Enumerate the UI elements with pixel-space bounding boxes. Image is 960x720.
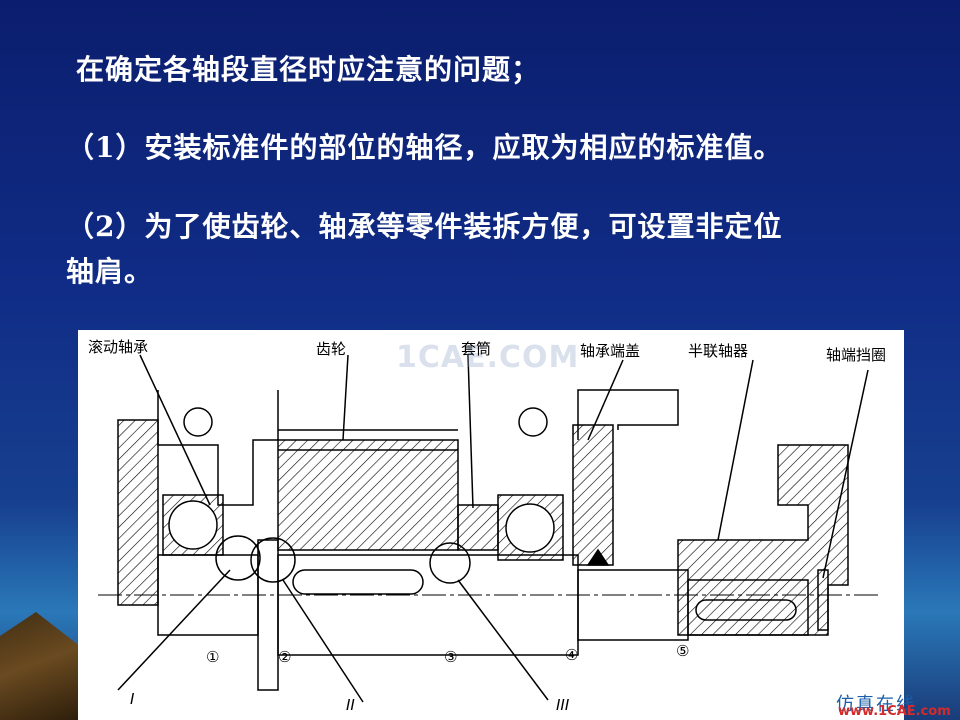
marker-2: ② (278, 648, 292, 666)
site-url: www.1CAE.com (838, 704, 951, 719)
slide-line-3a: （2）为了使齿轮、轴承等零件装拆方便，可设置非定位 (66, 210, 783, 243)
site-name-cn: 仿真在线 (836, 694, 916, 715)
label-rolling-bearing: 滚动轴承 (88, 338, 149, 356)
terrain-decoration (0, 612, 90, 720)
shaft-assembly-drawing: 1CAE.COM 滚动轴承 齿轮 套筒 轴承端盖 半联轴器 轴端挡圈 ① ② ③… (78, 330, 904, 720)
wechat-brand: 机械工程师 (768, 666, 895, 693)
roman-2: II (346, 696, 355, 714)
roman-3: III (556, 696, 570, 714)
shaft-drawing-svg (98, 354, 878, 703)
roman-1: I (130, 690, 135, 708)
slide-line-3b: 轴肩。 (66, 255, 154, 288)
watermark-text: 1CAE.COM (396, 340, 580, 375)
marker-1: ① (206, 648, 220, 666)
wechat-account-name: 机械工程师 (800, 670, 896, 692)
marker-3: ③ (444, 648, 458, 666)
site-branding: 仿真在线 www.1CAE.com (836, 690, 951, 719)
label-shaft-end-plate: 轴端挡圈 (826, 346, 887, 364)
marker-5: ⑤ (676, 642, 690, 660)
wechat-icon (768, 672, 794, 691)
slide-line-2: （1）安装标准件的部位的轴径，应取为相应的标准值。 (66, 131, 783, 164)
label-bearing-cover: 轴承端盖 (580, 342, 641, 360)
label-gear: 齿轮 (316, 340, 347, 358)
slide-line-1: 在确定各轴段直径时应注意的问题； (76, 53, 541, 86)
label-sleeve: 套筒 (461, 340, 492, 358)
label-half-coupling: 半联轴器 (688, 342, 749, 360)
marker-4: ④ (565, 646, 579, 664)
